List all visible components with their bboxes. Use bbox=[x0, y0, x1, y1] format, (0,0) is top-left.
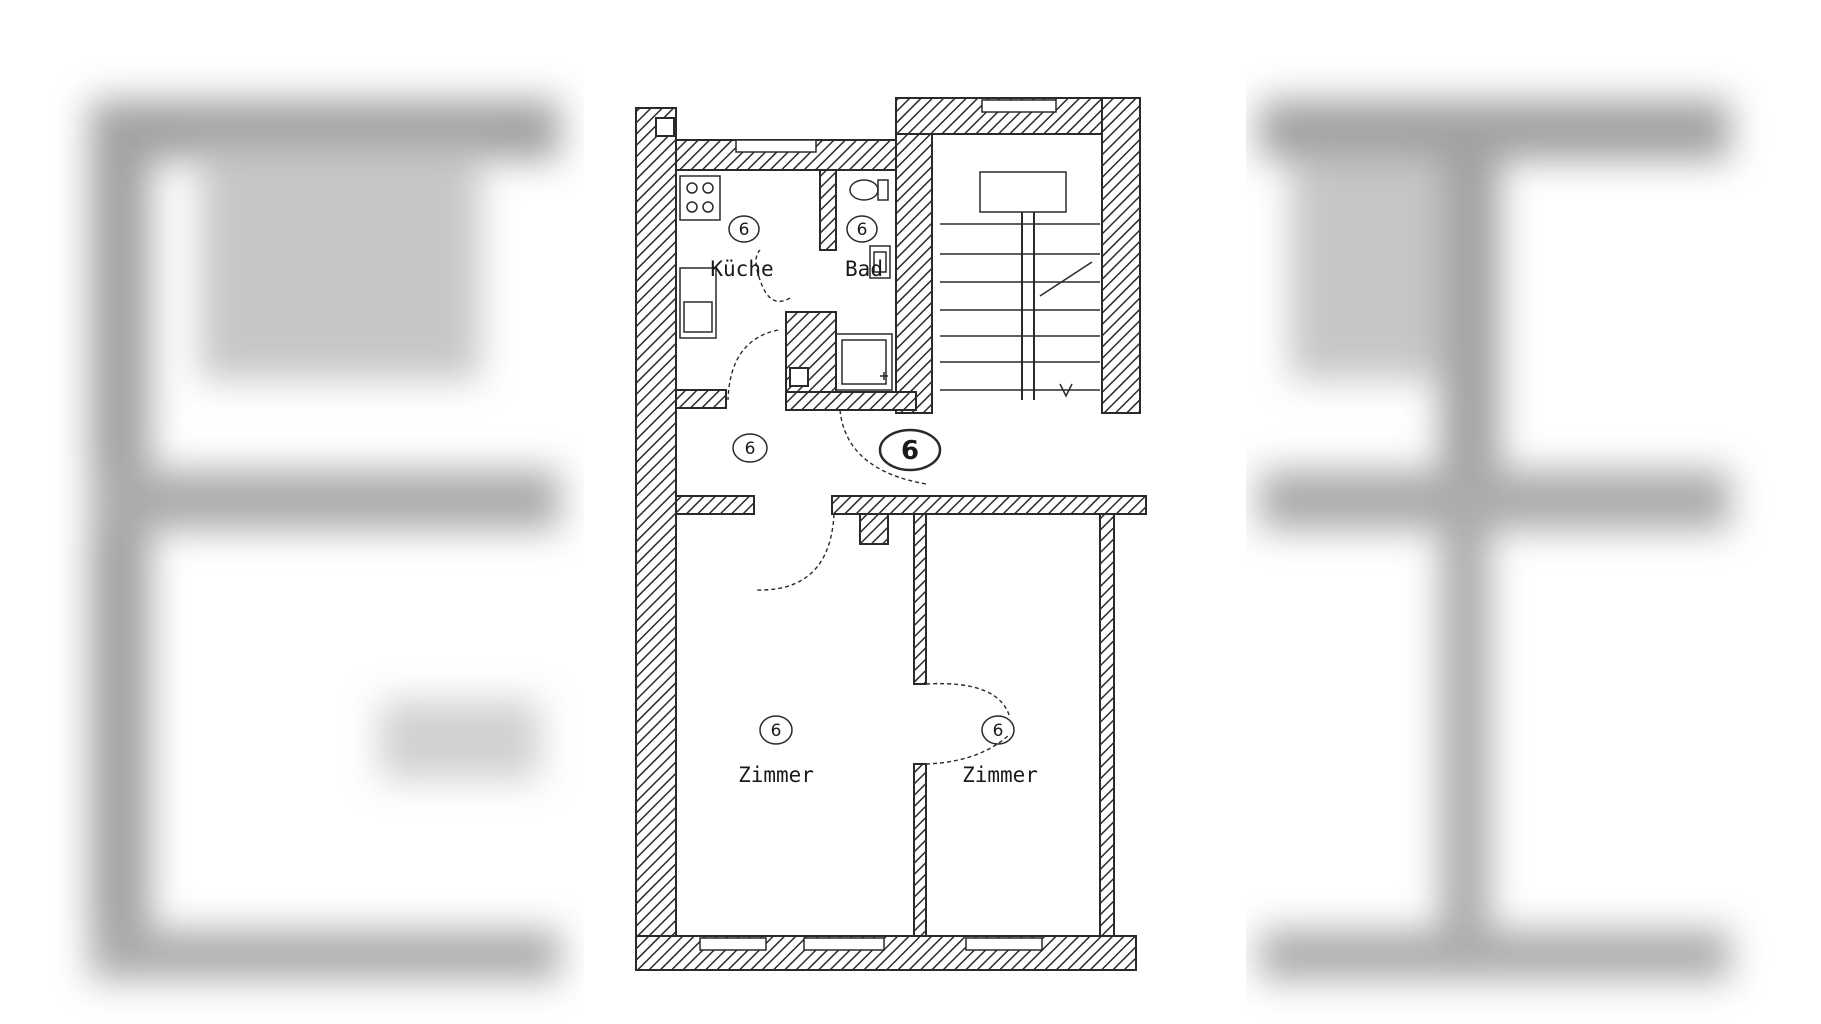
hall-number-badge: 6 bbox=[732, 433, 768, 463]
door-arc-stair bbox=[839, 409, 927, 485]
wall-stair-left bbox=[895, 97, 933, 414]
room-left-number-badge: 6 bbox=[759, 715, 793, 745]
blurred-background-right bbox=[1260, 100, 1730, 980]
kitchen-number-badge: 6 bbox=[728, 215, 760, 243]
washbasin-icon bbox=[869, 245, 891, 279]
blurred-background-left bbox=[90, 100, 560, 980]
wall-right bbox=[1099, 513, 1115, 941]
shower-icon bbox=[835, 333, 893, 391]
window-room-mid bbox=[803, 937, 885, 951]
wall-stair-right bbox=[1101, 97, 1141, 414]
wall-kitchen-bottom bbox=[675, 389, 727, 409]
room-left-label: Zimmer bbox=[738, 763, 814, 787]
staircase bbox=[940, 171, 1100, 400]
kitchen-number: 6 bbox=[739, 220, 750, 240]
door-arc-kitchen bbox=[755, 249, 791, 303]
room-left-number: 6 bbox=[771, 721, 782, 741]
stove-icon bbox=[679, 175, 721, 221]
window-room-left bbox=[699, 937, 767, 951]
stairwell-number-badge: 6 bbox=[878, 428, 942, 472]
stairwell-number: 6 bbox=[901, 436, 919, 466]
toilet-icon bbox=[849, 179, 889, 201]
wall-bath-bottom bbox=[785, 391, 917, 411]
wall-hall-left bbox=[675, 495, 755, 515]
shaft-top-left bbox=[655, 117, 675, 137]
kitchen-label: Küche bbox=[710, 257, 773, 281]
wall-bath-left bbox=[819, 169, 837, 251]
room-right-number-badge: 6 bbox=[981, 715, 1015, 745]
door-arc-room-left bbox=[755, 513, 835, 591]
sink-icon bbox=[679, 267, 717, 339]
bath-number-badge: 6 bbox=[846, 215, 878, 243]
window-kitchen bbox=[735, 139, 817, 153]
wall-hall-right bbox=[831, 495, 1147, 515]
bath-label: Bad bbox=[845, 257, 883, 281]
chimney bbox=[859, 513, 889, 545]
door-arc-kitchen-hall bbox=[727, 329, 779, 401]
shaft-bath bbox=[789, 367, 809, 387]
wall-left-outer bbox=[635, 107, 677, 971]
door-arc-room-right-lower bbox=[925, 733, 1011, 765]
wall-rooms-divider-lower bbox=[913, 763, 927, 941]
floor-plan: 6 Küche 6 Bad 6 6 6 Zimmer 6 Zimmer bbox=[635, 97, 1147, 971]
window-room-right bbox=[965, 937, 1043, 951]
room-right-label: Zimmer bbox=[962, 763, 1038, 787]
hall-number: 6 bbox=[745, 439, 756, 459]
window-stair bbox=[981, 99, 1057, 113]
door-arc-room-right bbox=[925, 682, 1011, 719]
wall-rooms-divider-upper bbox=[913, 513, 927, 685]
bath-number: 6 bbox=[857, 220, 868, 240]
room-right-number: 6 bbox=[993, 721, 1004, 741]
